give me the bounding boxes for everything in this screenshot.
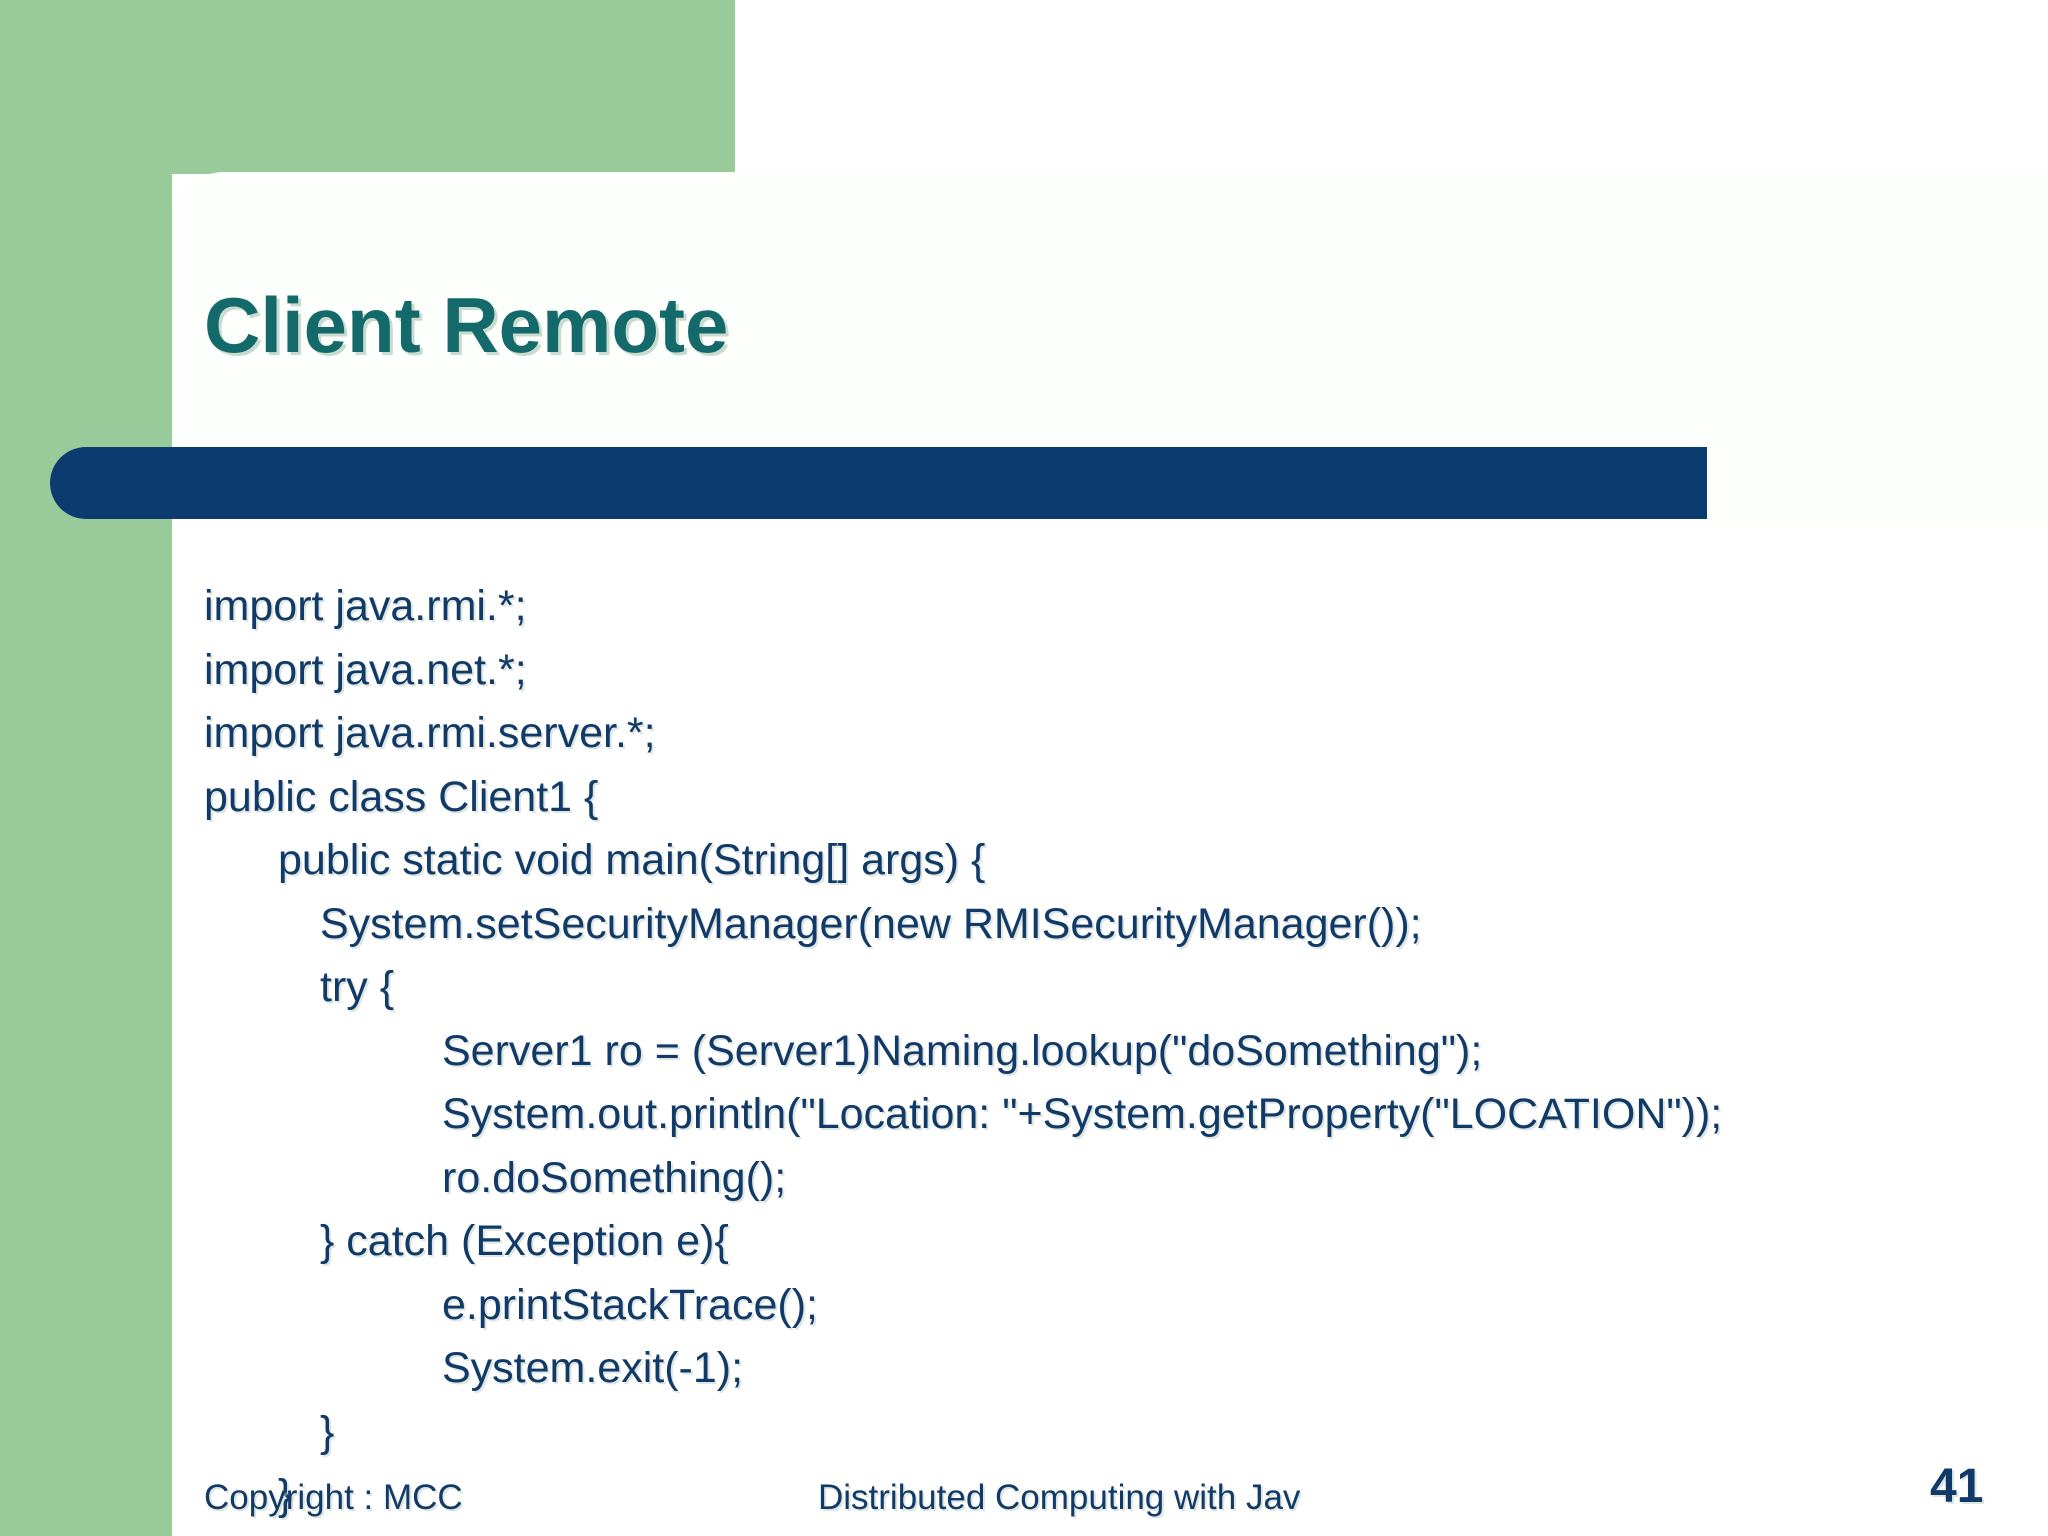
code-line: public static void main(String[] args) {	[278, 836, 986, 884]
code-line: System.setSecurityManager(new RMISecurit…	[320, 899, 1422, 948]
code-line: try {	[320, 963, 395, 1011]
code-line: }	[320, 1407, 335, 1456]
code-line: e.printStackTrace();	[442, 1280, 818, 1329]
navy-divider-bar	[50, 447, 1707, 519]
code-line: }	[278, 1471, 293, 1519]
code-line: public class Client1 {	[204, 772, 599, 821]
page-number: 41	[1930, 1460, 1984, 1513]
code-line: Server1 ro = (Server1)Naming.lookup("doS…	[442, 1026, 1483, 1075]
footer-subject: Distributed Computing with Jav	[818, 1478, 1301, 1517]
code-line: import java.rmi.server.*;	[204, 709, 656, 757]
footer-copyright: Copyright : MCC	[204, 1478, 463, 1517]
code-line: } catch (Exception e){	[320, 1217, 729, 1265]
green-left-strip	[0, 0, 172, 1536]
white-lower-fill	[172, 520, 2048, 1536]
code-line: import java.net.*;	[204, 645, 527, 694]
code-line: System.out.println("Location: "+System.g…	[442, 1090, 1723, 1138]
page-title: Client Remote	[204, 281, 729, 369]
code-line: System.exit(-1);	[442, 1344, 744, 1392]
code-line: import java.rmi.*;	[204, 582, 527, 630]
code-line: ro.doSomething();	[442, 1153, 787, 1202]
